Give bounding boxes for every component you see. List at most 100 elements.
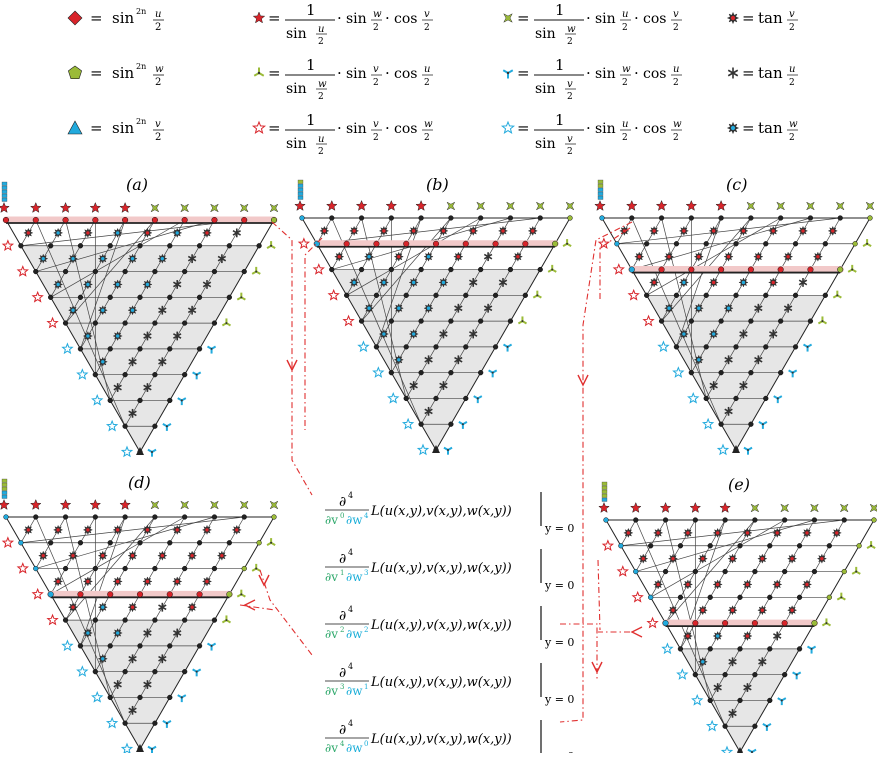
star4-filled-marker <box>180 500 190 510</box>
star5-filled-marker <box>29 498 42 510</box>
panel-label: (e) <box>728 475 750 494</box>
evaluation-point: y = 0 <box>544 693 574 706</box>
grid-node <box>763 344 769 350</box>
lagrangian-body: L(u(x,y),v(x,y),w(x,y)) <box>370 675 512 690</box>
star5-filled-marker <box>625 199 638 211</box>
tripod-inv-marker <box>747 748 757 757</box>
grid-node <box>737 646 743 652</box>
grid-node <box>692 672 698 678</box>
burst-red-marker <box>772 579 783 590</box>
power-2n: 2n <box>136 117 146 126</box>
grid-node <box>792 292 799 298</box>
grid-node <box>658 318 665 324</box>
burst-red-marker <box>831 527 842 538</box>
grid-node <box>167 346 173 352</box>
shaded-region <box>65 620 215 749</box>
grid-node <box>62 565 69 572</box>
grid-node <box>196 243 203 249</box>
grid-node <box>167 397 173 404</box>
grid-node <box>752 672 758 678</box>
grid-node <box>778 370 784 376</box>
formula-row: ∂4∂v4∂w0L(u(x,y),v(x,y),w(x,y))y = 0 <box>325 719 574 757</box>
star5-open-marker <box>16 562 29 574</box>
partial-w: ∂w <box>346 741 363 753</box>
grid-node <box>343 240 350 247</box>
grid-node <box>3 514 9 520</box>
grid-node <box>763 395 769 402</box>
burst-blue-marker <box>112 627 123 639</box>
burst-blue-marker <box>708 328 719 340</box>
grid-node <box>448 215 454 221</box>
star4-filled-marker <box>210 500 219 510</box>
grid-node <box>778 318 784 324</box>
burst-red-marker <box>82 576 93 587</box>
grid-node <box>463 344 469 350</box>
star5-filled-marker <box>385 199 398 211</box>
grid-node <box>403 395 409 402</box>
half-angle-den: 2 <box>318 147 324 157</box>
grid-node <box>92 617 98 623</box>
asterisk-dark-marker <box>739 329 748 339</box>
asterisk-dark-marker <box>143 628 152 638</box>
outer-triangle <box>301 217 571 451</box>
grid-node <box>807 215 814 221</box>
asterisk-dark-marker <box>469 329 478 339</box>
grid-node <box>537 266 543 273</box>
grid-node <box>418 215 424 221</box>
half-angle-var: v <box>373 64 379 75</box>
tripod-marker <box>862 239 872 247</box>
grid-node <box>822 241 828 247</box>
burst-blue-marker <box>712 630 723 642</box>
outer-triangle <box>5 516 275 750</box>
grid-node <box>122 514 128 520</box>
grid-node <box>47 591 54 598</box>
burst-red-marker <box>682 579 693 590</box>
equals-sign: = <box>268 64 281 82</box>
partial-v: ∂v <box>325 513 338 527</box>
grid-node <box>448 266 454 273</box>
grid-node <box>211 216 218 224</box>
burst-blue-marker <box>172 227 183 238</box>
tripod-marker <box>817 316 827 325</box>
grid-node <box>299 215 305 221</box>
tripod-marker <box>251 563 261 572</box>
asterisk-dark-marker <box>439 381 448 390</box>
arrow-head <box>630 626 643 638</box>
star5-open-marker <box>31 587 44 600</box>
power-v: 0 <box>340 512 344 520</box>
star4-filled-marker <box>180 203 190 213</box>
grid-node <box>403 344 409 350</box>
burst-red-marker <box>653 579 664 590</box>
grid-node <box>537 215 543 221</box>
tripod-inv-marker <box>177 694 187 703</box>
derivative-order: 4 <box>348 719 353 728</box>
half-angle-den: 2 <box>789 78 795 88</box>
half-angle-den: 2 <box>567 147 573 157</box>
asterisk-dark-marker <box>724 406 733 416</box>
arrow-head <box>577 374 589 387</box>
star5-filled-marker <box>715 199 727 211</box>
asterisk-dark-marker <box>187 254 197 264</box>
star4-filled-marker <box>565 201 575 211</box>
equals-sign: = <box>517 9 530 27</box>
grid-node <box>662 517 669 523</box>
power-w: 0 <box>364 740 368 748</box>
half-angle-den: 2 <box>318 37 324 47</box>
burst-red-marker <box>768 225 779 236</box>
panel-d: (d) <box>0 473 279 755</box>
grid-node <box>388 266 394 273</box>
grid-node <box>136 591 144 598</box>
half-angle-den: 2 <box>567 92 573 102</box>
equals-sign: = <box>517 119 530 137</box>
level-indicator <box>601 481 608 502</box>
equals-sign: = <box>90 119 103 137</box>
grid-node <box>77 540 84 546</box>
star5-open-marker <box>1 239 15 252</box>
grid-node <box>137 694 143 701</box>
asterisk-dark-marker <box>173 331 182 341</box>
half-angle-var: w <box>789 119 798 130</box>
tripod-inv-marker <box>803 343 813 352</box>
star5-filled-marker <box>59 498 72 510</box>
